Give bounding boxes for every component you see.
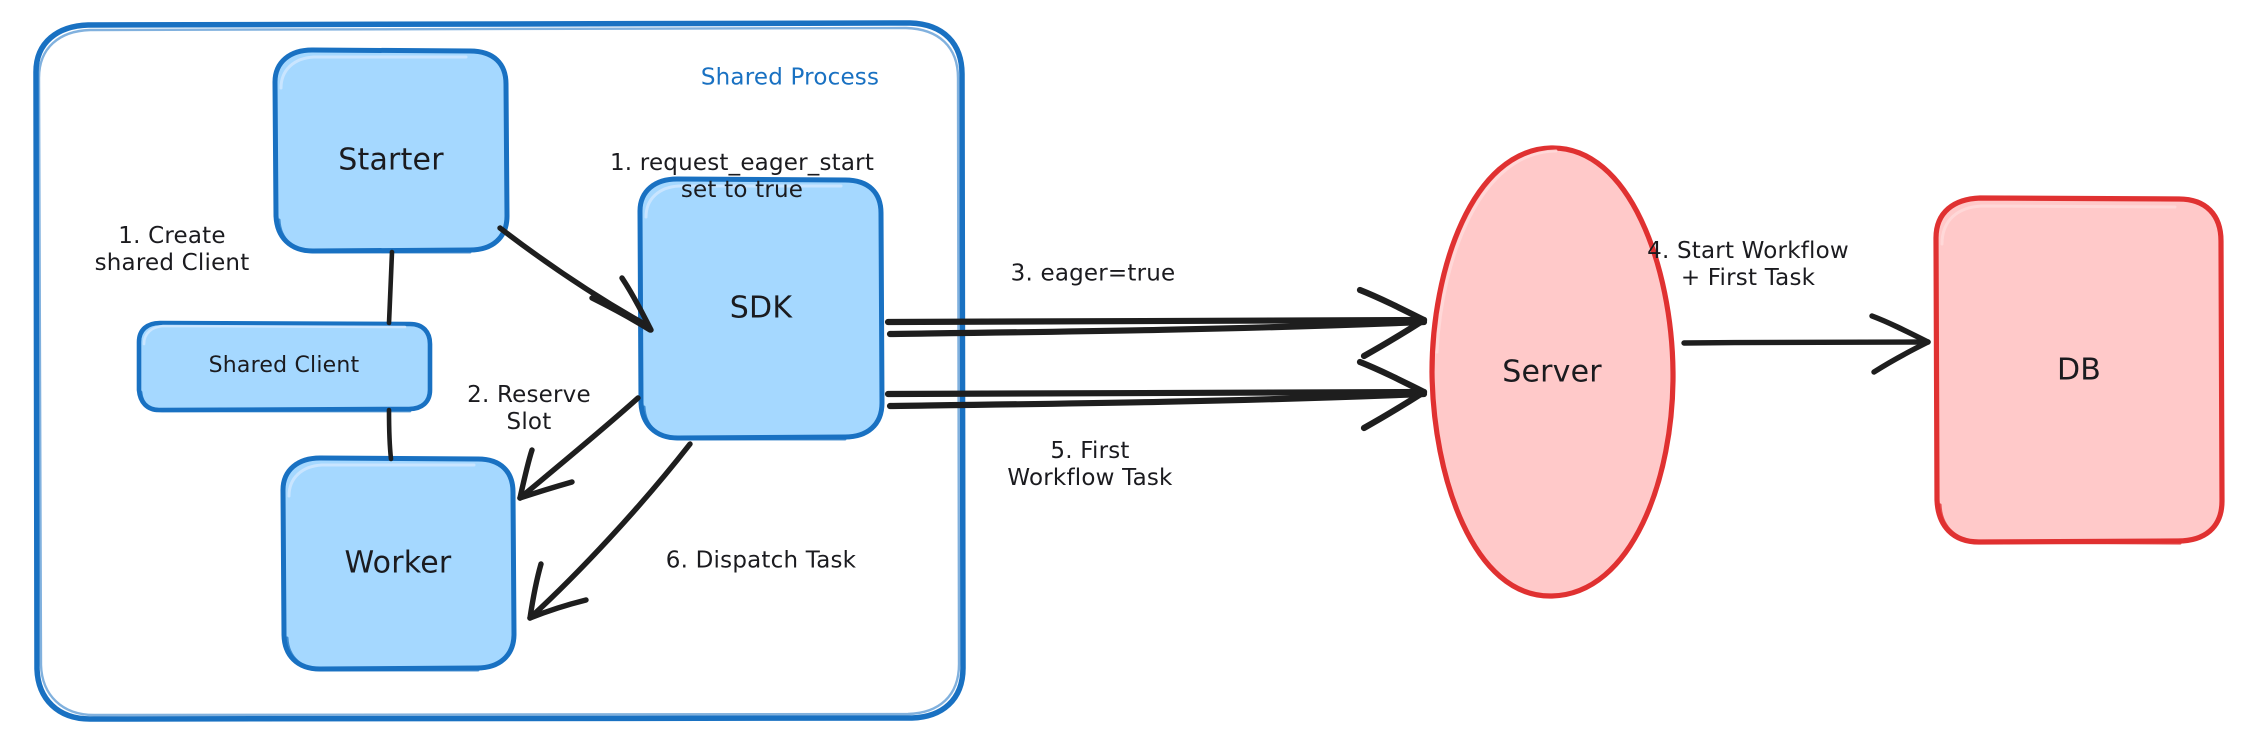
node-worker-shape[interactable] [280, 455, 517, 672]
edge-3-eager-true [884, 286, 1428, 360]
edge-5-first-workflow-task [884, 358, 1428, 432]
edge-starter-shared-client-worker [386, 249, 395, 462]
shared-process-container [33, 20, 966, 722]
node-db-shape[interactable] [1933, 195, 2225, 545]
edge-4-start-workflow [1681, 313, 1931, 375]
node-starter-shape[interactable] [272, 47, 510, 254]
edge-1-request-eager-start [497, 225, 654, 333]
node-shared-client-shape[interactable] [136, 320, 433, 413]
node-server-shape[interactable] [1398, 145, 1676, 599]
node-sdk-shape[interactable] [637, 176, 885, 441]
edge-2-reserve-slot [517, 395, 641, 501]
edge-6-dispatch-task [527, 441, 693, 621]
